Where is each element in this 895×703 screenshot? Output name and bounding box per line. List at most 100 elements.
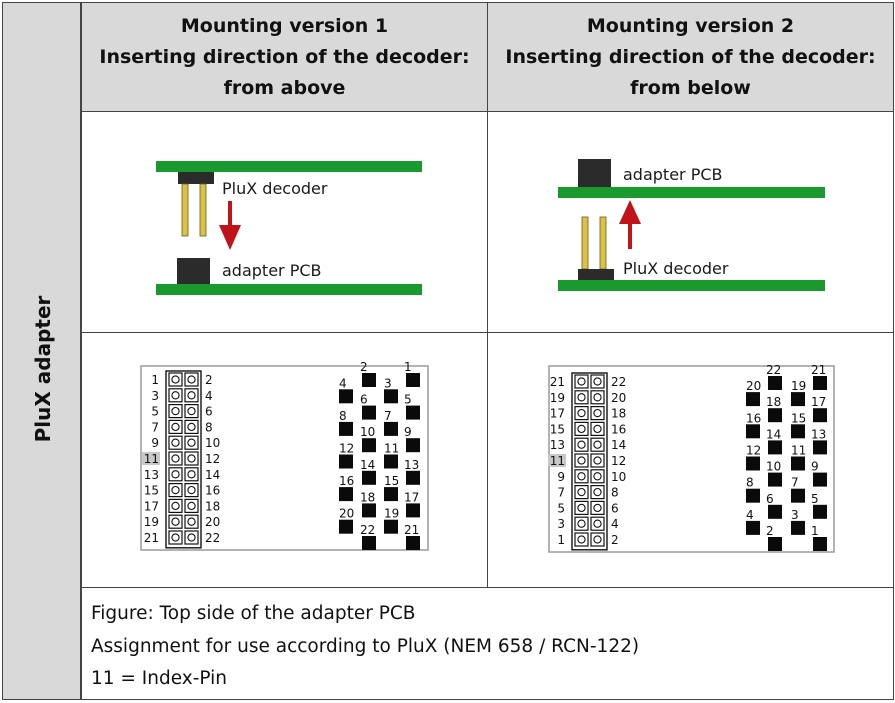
pin-number-right: 10 [611,470,626,484]
pin-number-right: 16 [205,484,220,498]
pin-pad [813,376,827,390]
arrow-down-icon [219,201,241,250]
version-1-title: Mounting version 1 [180,14,389,37]
pin-pad [791,488,805,503]
pin-hole-ring [593,456,602,465]
pin-pad [339,454,353,469]
pin-pad [362,373,376,387]
pad-label: 11 [384,442,399,456]
pad-label: 10 [766,460,781,474]
caption-line-3: 11 = Index-Pin [91,668,228,689]
header-version-2: Mounting version 2 Inserting direction o… [487,2,894,112]
pin-hole-ring [593,503,602,513]
decoder-pcb-bar [156,161,422,172]
diagram1-top-label: PluX decoder [222,179,328,198]
pin-pad [384,519,398,534]
pin-hole-ring [577,487,586,497]
pin-pad [362,470,376,485]
pin-number-right: 8 [611,486,619,500]
pin-pad [791,520,805,535]
pin-hole-ring [187,454,196,463]
pad-label: 4 [746,508,754,522]
pin-number-right: 20 [611,391,626,405]
pin-hole-ring [577,472,586,481]
pin-number-left: 3 [151,389,159,403]
pin-hole-ring [171,438,180,447]
arrow-up-icon [619,200,641,249]
decoder-pin-right [199,183,207,237]
pin-hole-ring [187,470,196,479]
pin-hole-ring [577,519,586,528]
index-pin-highlight [548,454,566,467]
pin-pad [339,519,353,534]
adapter-pcb-bar [558,187,825,198]
pad-label: 13 [404,458,419,472]
pad-label: 5 [404,393,412,407]
pin-number-right: 14 [611,438,626,452]
pin-hole-ring [171,470,180,479]
pin-pad [384,487,398,502]
pin-number-left: 9 [151,436,159,450]
pin-pad [791,456,805,471]
sidebar: PluX adapter [2,2,81,700]
pad-label: 2 [766,524,774,538]
pad-label: 2 [360,360,368,374]
pin-hole-ring [171,406,180,416]
pin-hole-ring [577,377,586,386]
pin-hole-ring [593,472,602,481]
pin-hole-ring [187,438,196,447]
pad-label: 21 [404,523,419,537]
pad-label: 11 [791,444,806,458]
pin-number-right: 22 [611,375,626,389]
decoder-connector [178,172,214,184]
pin-pad [406,503,420,518]
pad-label: 18 [766,395,781,409]
pin-number-right: 10 [205,436,220,450]
pin-hole-ring [577,503,586,513]
index-pin-highlight [142,452,160,465]
pad-label: 19 [791,379,806,393]
pin-pad [746,424,760,439]
pin-hole-ring [577,393,586,402]
pin-pad [768,472,782,487]
pad-label: 22 [766,363,781,377]
pin-number-left: 11 [144,452,159,466]
pin-number-right: 2 [611,533,619,547]
pin-hole-ring [171,375,180,384]
adapter-pcb-bar [156,284,422,295]
pin-hole-ring [577,408,586,418]
pin-number-left: 11 [550,454,565,468]
pin-number-left: 5 [557,501,565,515]
pad-label: 7 [384,409,392,423]
pad-label: 22 [360,523,375,537]
version-2-direction: from below [630,76,751,99]
pad-label: 3 [384,376,392,390]
pin-pad [813,440,827,455]
pin-pad [339,389,353,404]
pin-pad [406,373,420,387]
pin-pad [746,488,760,503]
pad-label: 17 [811,395,826,409]
pad-label: 13 [811,427,826,441]
pin-number-left: 13 [550,438,565,452]
pin-pad [339,421,353,436]
pad-label: 7 [791,476,799,490]
pin-hole-ring [171,422,180,432]
pin-pad [362,405,376,420]
pad-label: 18 [360,490,375,504]
pin-pad [768,440,782,455]
pad-label: 14 [360,458,375,472]
pin-hole-ring [577,456,586,465]
pad-label: 17 [404,490,419,504]
header-version-1: Mounting version 1 Inserting direction o… [81,2,488,112]
pin-number-left: 7 [151,420,159,434]
pad-label: 20 [746,379,761,393]
pin-hole-ring [171,454,180,463]
pin-number-right: 12 [205,452,220,466]
pad-label: 16 [746,411,761,425]
pin-pad [362,438,376,453]
pad-label: 4 [339,376,347,390]
pin-number-right: 4 [611,517,619,531]
pin-hole-ring [593,440,602,449]
